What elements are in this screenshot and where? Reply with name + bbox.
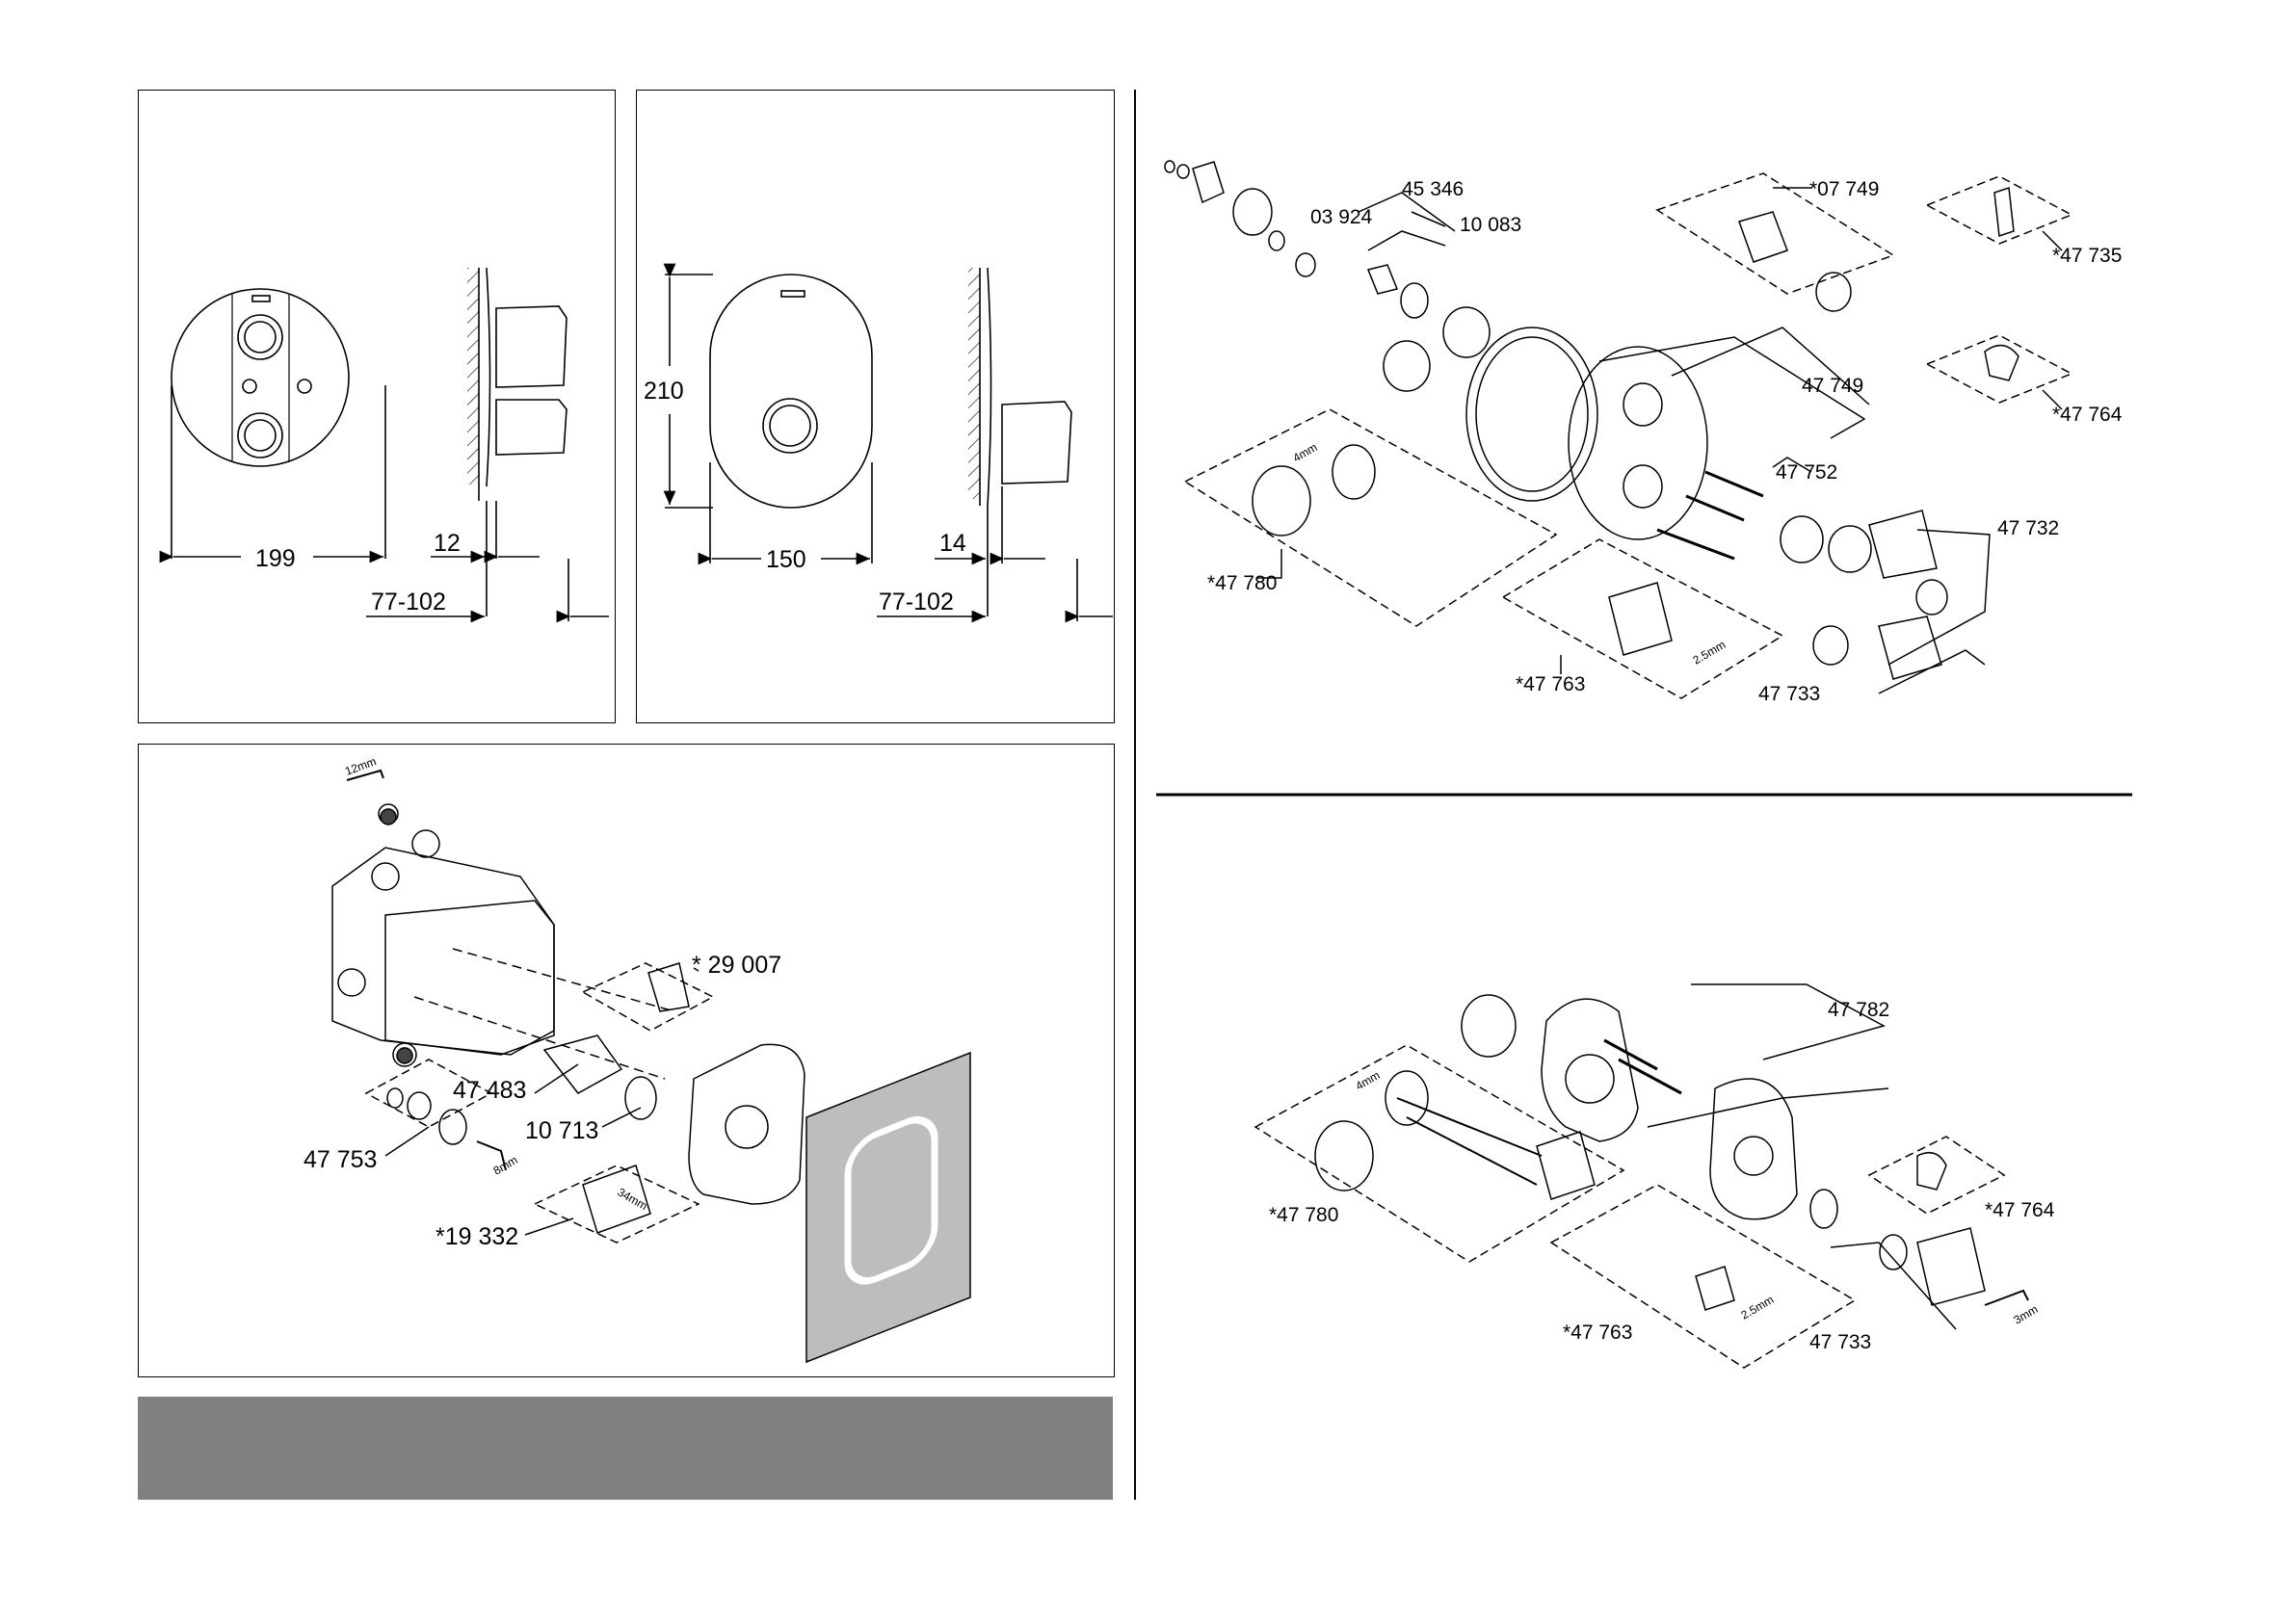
dim-oval-depth: 14 (939, 530, 966, 557)
label-45346: 45 346 (1402, 178, 1464, 200)
tool-label-2-5mm-b: 2.5mm (1739, 1293, 1777, 1322)
dim-round-install: 77-102 (371, 589, 446, 615)
label-47780-b: *47 780 (1269, 1204, 1338, 1226)
label-29007: * 29 007 (692, 952, 781, 979)
round-faceplate-drawing (172, 268, 609, 621)
installation-template (806, 1053, 970, 1362)
label-47763-b: *47 763 (1563, 1322, 1632, 1344)
label-07749: *07 749 (1809, 178, 1879, 200)
label-47483: 47 483 (453, 1077, 526, 1104)
label-47753: 47 753 (303, 1146, 377, 1173)
label-03924: 03 924 (1310, 206, 1373, 228)
top-right-exploded-drawing (1165, 161, 2072, 698)
label-47763: *47 763 (1516, 673, 1585, 695)
label-47733: 47 733 (1758, 683, 1820, 705)
tool-label-8mm: 8mm (491, 1153, 520, 1177)
tool-label-12mm: 12mm (343, 754, 378, 778)
label-47764-b: *47 764 (1985, 1199, 2055, 1221)
bottom-right-exploded-drawing (1255, 984, 2028, 1368)
label-47780: *47 780 (1207, 572, 1277, 594)
label-47752: 47 752 (1776, 461, 1837, 484)
dim-round-width: 199 (255, 545, 296, 572)
dim-oval-width: 150 (766, 546, 806, 573)
label-47732: 47 732 (1997, 517, 2059, 539)
label-47764: *47 764 (2052, 404, 2123, 426)
tool-label-3mm: 3mm (2012, 1302, 2041, 1326)
tool-label-4mm: 4mm (1291, 440, 1320, 464)
tool-label-2-5mm: 2.5mm (1691, 638, 1729, 667)
label-47749: 47 749 (1802, 375, 1863, 397)
oval-faceplate-drawing (665, 268, 1113, 621)
label-47782: 47 782 (1828, 999, 1889, 1021)
label-10713: 10 713 (525, 1117, 598, 1144)
body-exploded-drawing (332, 771, 805, 1243)
label-47735: *47 735 (2052, 245, 2122, 267)
dim-round-depth: 12 (434, 530, 461, 557)
dim-oval-install: 77-102 (879, 589, 954, 615)
label-10083: 10 083 (1460, 214, 1521, 236)
tool-label-34mm: 34mm (616, 1185, 650, 1213)
label-19332: *19 332 (435, 1223, 518, 1250)
label-47733-b: 47 733 (1809, 1331, 1871, 1353)
dim-oval-height: 210 (644, 378, 684, 405)
